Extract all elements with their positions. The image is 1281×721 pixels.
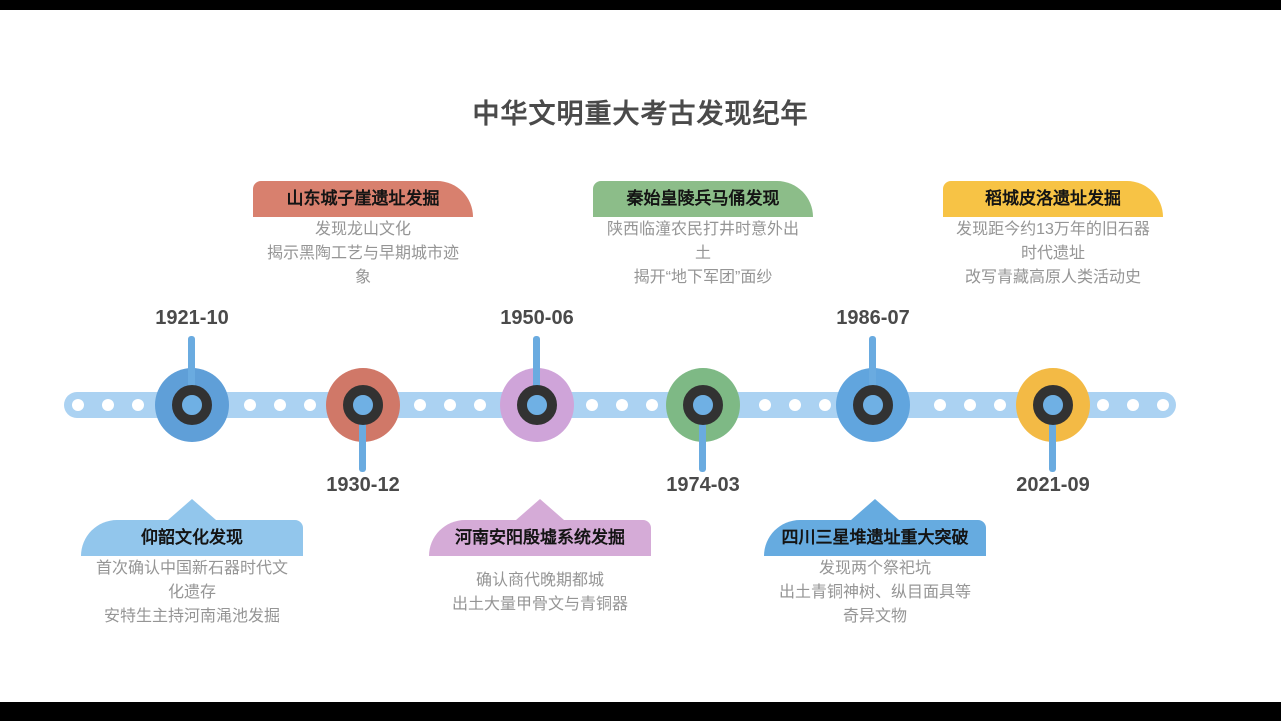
card-chengziya: 山东城子崖遗址发掘 发现龙山文化 揭示黑陶工艺与早期城市迹象	[253, 181, 473, 307]
card-line: 发现龙山文化	[314, 220, 411, 238]
axis-dot	[646, 399, 658, 411]
node-stem	[188, 336, 195, 405]
axis-dot	[789, 399, 801, 411]
axis-dot-group	[759, 399, 831, 411]
date-label-1986-07: 1986-07	[836, 307, 910, 329]
axis-dot-group	[1097, 399, 1169, 411]
node-ring	[853, 385, 893, 425]
card-bingmayong: 秦始皇陵兵马俑发现 陕西临潼农民打井时意外出土 揭开“地下军团”面纱	[593, 181, 813, 307]
card-pointer	[1029, 290, 1077, 307]
axis-dot	[964, 399, 976, 411]
axis-dot-group	[934, 399, 1006, 411]
card-body: 确认商代晚期都城 出土大量甲骨文与青铜器	[429, 556, 651, 629]
date-label-2021-09: 2021-09	[1016, 474, 1090, 496]
date-label-1921-10: 1921-10	[155, 307, 229, 329]
card-header: 河南安阳殷墟系统发掘	[429, 520, 651, 556]
card-yinxu: 河南安阳殷墟系统发掘 确认商代晚期都城 出土大量甲骨文与青铜器	[429, 499, 651, 629]
axis-dot	[994, 399, 1006, 411]
axis-dot	[72, 399, 84, 411]
page-title: 中华文明重大考古发现纪年	[472, 99, 809, 129]
date-label-1950-06: 1950-06	[500, 307, 574, 329]
node-stem	[533, 336, 540, 405]
card-line: 首次确认中国新石器时代文化遗存	[95, 559, 288, 601]
node-stem	[1049, 405, 1056, 472]
node-stem	[359, 405, 366, 472]
axis-dot-group	[72, 399, 144, 411]
axis-dot	[102, 399, 114, 411]
node-stem	[699, 405, 706, 472]
card-pointer	[339, 290, 387, 307]
card-line: 出土青铜神树、纵目面具等奇异文物	[778, 583, 971, 625]
axis-dot	[1097, 399, 1109, 411]
axis-dot	[244, 399, 256, 411]
node-ring	[517, 385, 557, 425]
card-line: 发现两个祭祀坑	[818, 559, 931, 577]
axis-dot	[586, 399, 598, 411]
axis-dot	[414, 399, 426, 411]
card-line: 安特生主持河南渑池发掘	[103, 607, 280, 625]
axis-dot	[1157, 399, 1169, 411]
card-line: 改写青藏高原人类活动史	[964, 268, 1141, 286]
card-body: 发现距今约13万年的旧石器时代遗址 改写青藏高原人类活动史	[943, 217, 1163, 290]
card-line: 陕西临潼农民打井时意外出土	[606, 220, 799, 262]
axis-dot	[1127, 399, 1139, 411]
axis-dot	[132, 399, 144, 411]
card-pointer	[851, 499, 899, 520]
axis-dot	[616, 399, 628, 411]
card-header: 山东城子崖遗址发掘	[253, 181, 473, 217]
card-line: 揭开“地下军团”面纱	[633, 268, 773, 286]
card-pointer	[168, 499, 216, 520]
node-ring	[1033, 385, 1073, 425]
card-yangshao: 仰韶文化发现 首次确认中国新石器时代文化遗存 安特生主持河南渑池发掘	[81, 499, 303, 629]
card-piluo: 稻城皮洛遗址发掘 发现距今约13万年的旧石器时代遗址 改写青藏高原人类活动史	[943, 181, 1163, 307]
card-header: 四川三星堆遗址重大突破	[764, 520, 986, 556]
card-line: 确认商代晚期都城	[475, 571, 604, 589]
card-header: 仰韶文化发现	[81, 520, 303, 556]
card-line: 揭示黑陶工艺与早期城市迹象	[266, 244, 459, 286]
card-header: 秦始皇陵兵马俑发现	[593, 181, 813, 217]
card-sanxingdui: 四川三星堆遗址重大突破 发现两个祭祀坑 出土青铜神树、纵目面具等奇异文物	[764, 499, 986, 629]
axis-dot-group	[414, 399, 486, 411]
card-line: 发现距今约13万年的旧石器时代遗址	[956, 220, 1150, 262]
date-label-1974-03: 1974-03	[666, 474, 740, 496]
axis-dot	[759, 399, 771, 411]
node-ring	[172, 385, 212, 425]
card-body: 陕西临潼农民打井时意外出土 揭开“地下军团”面纱	[593, 217, 813, 290]
card-body: 发现龙山文化 揭示黑陶工艺与早期城市迹象	[253, 217, 473, 290]
card-header: 稻城皮洛遗址发掘	[943, 181, 1163, 217]
axis-dot	[444, 399, 456, 411]
axis-dot-group	[586, 399, 658, 411]
axis-dot	[304, 399, 316, 411]
node-ring	[683, 385, 723, 425]
axis-dot	[934, 399, 946, 411]
card-body: 发现两个祭祀坑 出土青铜神树、纵目面具等奇异文物	[764, 556, 986, 629]
axis-dot	[274, 399, 286, 411]
axis-dot-group	[244, 399, 316, 411]
card-line: 出土大量甲骨文与青铜器	[451, 595, 628, 613]
node-ring	[343, 385, 383, 425]
card-pointer	[679, 290, 727, 307]
card-pointer	[516, 499, 564, 520]
node-stem	[869, 336, 876, 405]
card-body: 首次确认中国新石器时代文化遗存 安特生主持河南渑池发掘	[81, 556, 303, 629]
date-label-1930-12: 1930-12	[326, 474, 400, 496]
axis-dot	[474, 399, 486, 411]
axis-dot	[819, 399, 831, 411]
